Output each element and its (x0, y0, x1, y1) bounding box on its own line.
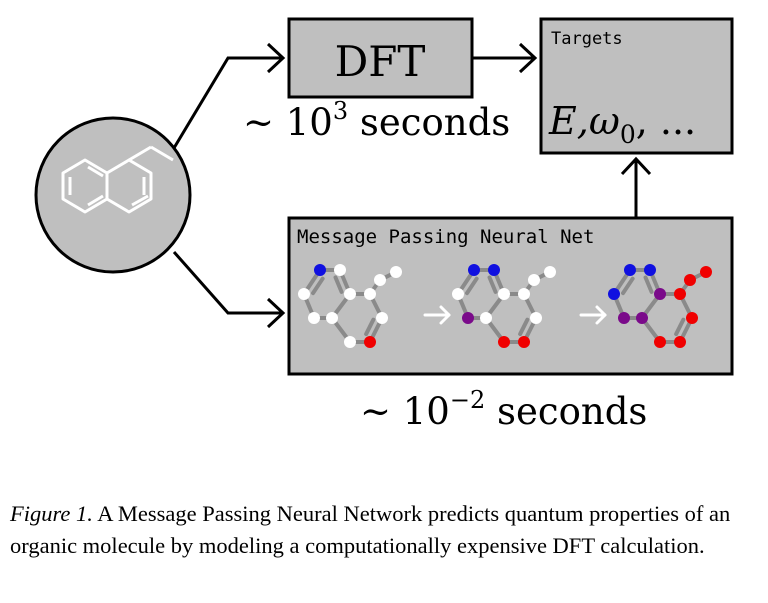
arrow-mpnn-to-targets-head (620, 156, 652, 176)
arrow-to-mpnn-head (266, 297, 286, 329)
mpnn-title: Message Passing Neural Net (297, 226, 594, 248)
dft-box (287, 17, 474, 99)
atom-node (468, 264, 480, 276)
caption-label: Figure 1. (10, 501, 93, 526)
state-arrow-2 (579, 305, 607, 325)
atom-node (618, 312, 630, 324)
molecule-states (298, 264, 712, 348)
dft-time: ~ 103 seconds (243, 97, 510, 144)
atom-node (624, 264, 636, 276)
double-bond (333, 275, 344, 294)
targets-title: Targets (551, 29, 623, 49)
atom-node (364, 288, 376, 300)
atom-node (344, 288, 356, 300)
atom-node (544, 266, 556, 278)
molecule-state-3 (608, 264, 712, 348)
atom-node (528, 274, 540, 286)
atom-node (462, 312, 474, 324)
atom-node (374, 274, 386, 286)
double-bond (364, 317, 376, 337)
targets-box (539, 17, 734, 155)
atom-node (326, 312, 338, 324)
atom-node (684, 274, 696, 286)
caption-text: A Message Passing Neural Network predict… (10, 501, 731, 558)
atom-node (488, 264, 500, 276)
double-bond (674, 317, 686, 337)
figure-caption: Figure 1. A Message Passing Neural Netwo… (10, 498, 762, 562)
targets-content: E,ω0, ... (548, 99, 696, 149)
atom-node (376, 312, 388, 324)
atom-node (608, 288, 620, 300)
atom-node (700, 266, 712, 278)
molecule-state-2 (452, 264, 556, 348)
molecule-circle (34, 116, 192, 274)
arrow-dft-to-targets-head (518, 42, 538, 74)
double-bond (487, 275, 498, 294)
atom-node (530, 312, 542, 324)
double-bond (465, 276, 479, 296)
double-bond (621, 276, 635, 296)
atom-node (334, 264, 346, 276)
atom-node (480, 312, 492, 324)
arrow-to-mpnn (172, 251, 282, 315)
dft-label: DFT (335, 37, 426, 86)
atom-node (636, 312, 648, 324)
atom-node (518, 288, 530, 300)
atom-node (308, 312, 320, 324)
mpnn-time: ~ 10−2 seconds (360, 386, 647, 433)
atom-node (344, 336, 356, 348)
double-bond (311, 276, 325, 296)
atom-node (364, 336, 376, 348)
atom-node (686, 312, 698, 324)
atom-node (654, 336, 666, 348)
atom-node (452, 288, 464, 300)
atom-node (644, 264, 656, 276)
atom-node (498, 288, 510, 300)
arrow-to-dft-head (266, 42, 286, 74)
molecule-state-1 (298, 264, 402, 348)
atom-node (674, 288, 686, 300)
atom-node (654, 288, 666, 300)
atom-node (298, 288, 310, 300)
atom-node (314, 264, 326, 276)
molecule-icon (61, 145, 174, 214)
double-bond (518, 317, 530, 337)
atom-node (518, 336, 530, 348)
atom-node (674, 336, 686, 348)
state-arrow-1 (423, 305, 451, 325)
atom-node (390, 266, 402, 278)
arrow-to-dft (172, 56, 282, 149)
double-bond (643, 275, 654, 294)
atom-node (498, 336, 510, 348)
